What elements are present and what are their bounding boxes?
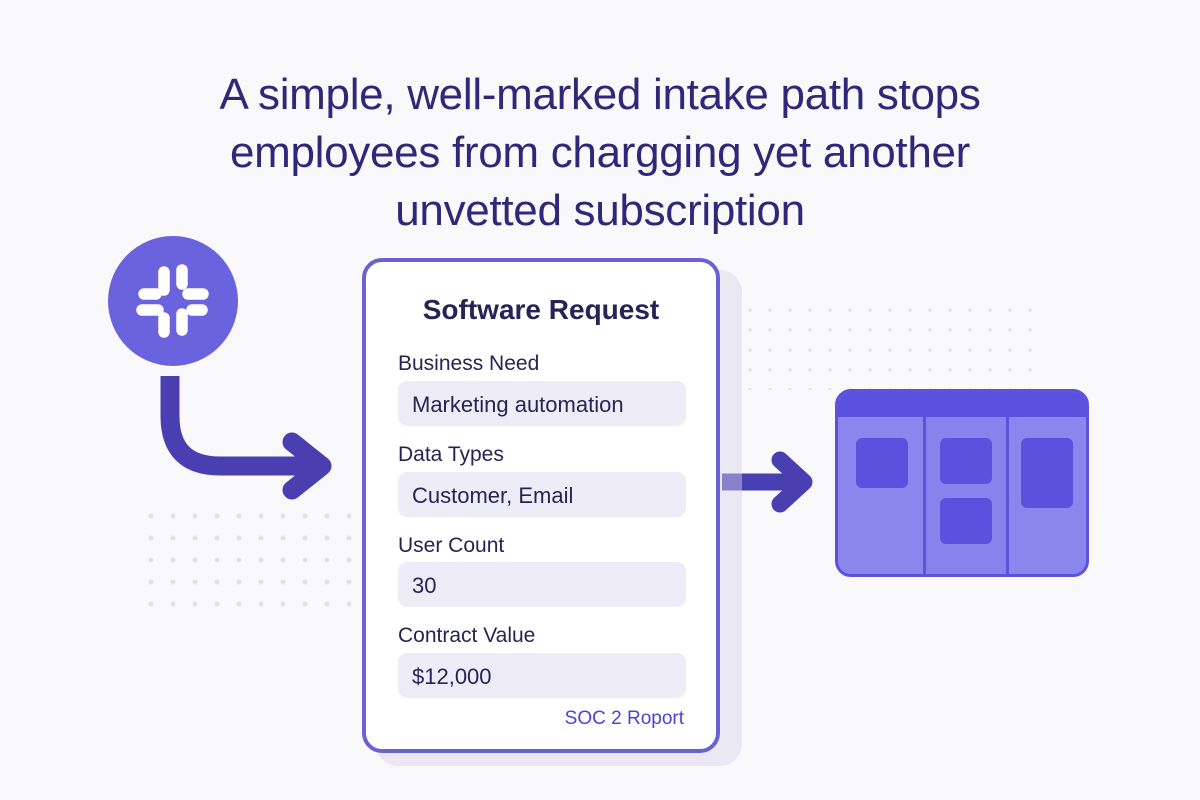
headline: A simple, well-marked intake path stops … <box>60 66 1140 240</box>
board-card-3 <box>940 498 992 544</box>
board-card-1 <box>856 438 908 488</box>
data-types-field[interactable]: Customer, Email <box>398 472 686 517</box>
business-need-value: Marketing automation <box>412 392 624 417</box>
board-card-2 <box>940 438 992 484</box>
board-header <box>838 392 1086 417</box>
field-label-contract-value: Contract Value <box>398 624 536 647</box>
board-card-4 <box>1021 438 1073 508</box>
field-label-user-count: User Count <box>398 534 505 557</box>
headline-line-2: employees from chargging yet another <box>229 128 971 177</box>
soc2-report-link[interactable]: SOC 2 Roport <box>564 708 684 729</box>
contract-value-value: $12,000 <box>412 664 492 689</box>
slack-like-icon <box>108 236 238 366</box>
field-label-business-need: Business Need <box>398 352 540 375</box>
board-divider-2 <box>1006 417 1009 574</box>
business-need-field[interactable]: Marketing automation <box>398 381 686 426</box>
form-title: Software Request <box>422 294 660 325</box>
headline-line-1: A simple, well-marked intake path stops <box>219 70 981 119</box>
user-count-field[interactable]: 30 <box>398 562 686 607</box>
field-label-data-types: Data Types <box>398 443 504 466</box>
arrow-to-board-head <box>771 451 813 513</box>
software-request-form: Software Request Business Need Marketing… <box>362 258 720 753</box>
curved-arrow-to-form <box>160 376 322 476</box>
data-types-value: Customer, Email <box>412 483 574 508</box>
curved-arrow-head <box>282 432 332 500</box>
kanban-board-icon <box>835 389 1089 577</box>
user-count-value: 30 <box>412 573 437 598</box>
hash-logo-icon <box>136 264 209 338</box>
board-divider-1 <box>923 417 926 574</box>
headline-line-3: unvetted subscription <box>395 186 805 235</box>
contract-value-field[interactable]: $12,000 <box>398 653 686 698</box>
